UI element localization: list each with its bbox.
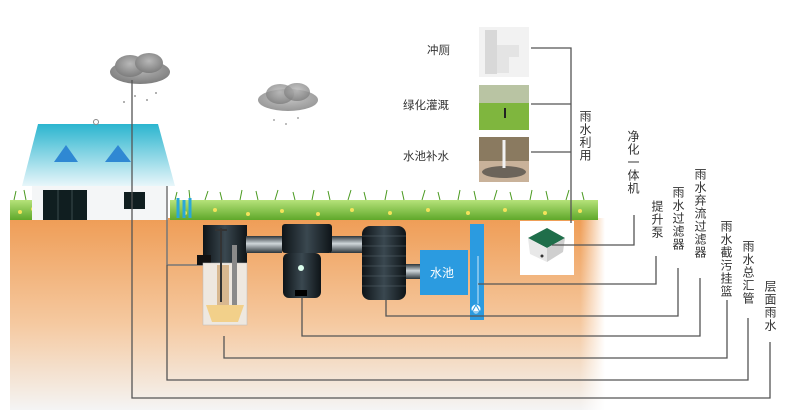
house bbox=[22, 119, 175, 220]
usage-group-label: 雨水利用 bbox=[578, 110, 592, 162]
callout-lift-pump: 提升泵 bbox=[650, 200, 664, 239]
house-window bbox=[124, 192, 145, 209]
rain-cloud-left bbox=[110, 53, 170, 103]
line-roof-rainwater bbox=[131, 80, 771, 399]
usage-label-toilet: 冲厕 bbox=[427, 43, 450, 57]
rain-cloud-right bbox=[258, 83, 318, 125]
usage-label-irrigation: 绿化灌溉 bbox=[403, 98, 449, 112]
line-purification-unit bbox=[552, 215, 635, 246]
house-door bbox=[43, 190, 87, 220]
callout-main-collection-pipe: 雨水总汇管 bbox=[741, 240, 755, 305]
line-first-flush-filter bbox=[301, 278, 701, 337]
line-main-collection-pipe bbox=[166, 265, 749, 381]
callout-roof-rainwater: 层面雨水 bbox=[763, 280, 777, 332]
fountain-photo bbox=[479, 137, 529, 182]
callout-rain-filter: 雨水过滤器 bbox=[671, 186, 685, 251]
pipe-3 bbox=[404, 264, 424, 279]
first-flush-filter bbox=[362, 226, 406, 300]
callout-interceptor-basket: 雨水截污挂篮 bbox=[719, 220, 733, 298]
toilet-photo bbox=[479, 27, 529, 77]
line-interceptor-basket bbox=[223, 300, 728, 359]
callout-lines bbox=[131, 47, 771, 399]
interceptor-basket-well bbox=[197, 225, 248, 326]
line-rain-filter bbox=[480, 268, 679, 317]
pipe-1 bbox=[246, 236, 282, 253]
pipe-2 bbox=[330, 236, 366, 253]
pool-label: 水池 bbox=[430, 266, 455, 280]
roof-window-right bbox=[105, 145, 131, 162]
grass-strip bbox=[10, 189, 598, 220]
callout-purification-unit: 净化一体机 bbox=[626, 130, 640, 195]
rain-filter bbox=[282, 224, 332, 298]
roof-window-left bbox=[54, 145, 78, 162]
lawn-irrigation-photo bbox=[479, 85, 529, 130]
usage-label-pool-refill: 水池补水 bbox=[403, 149, 449, 163]
line-rain-filter-tank bbox=[385, 300, 480, 317]
callout-first-flush-filter: 雨水弃流过滤器 bbox=[693, 168, 707, 259]
house-roof bbox=[22, 124, 175, 186]
purification-unit bbox=[520, 221, 574, 275]
line-usage-toilet bbox=[531, 47, 572, 223]
line-lift-pump bbox=[478, 256, 657, 285]
water-pool bbox=[420, 224, 484, 320]
